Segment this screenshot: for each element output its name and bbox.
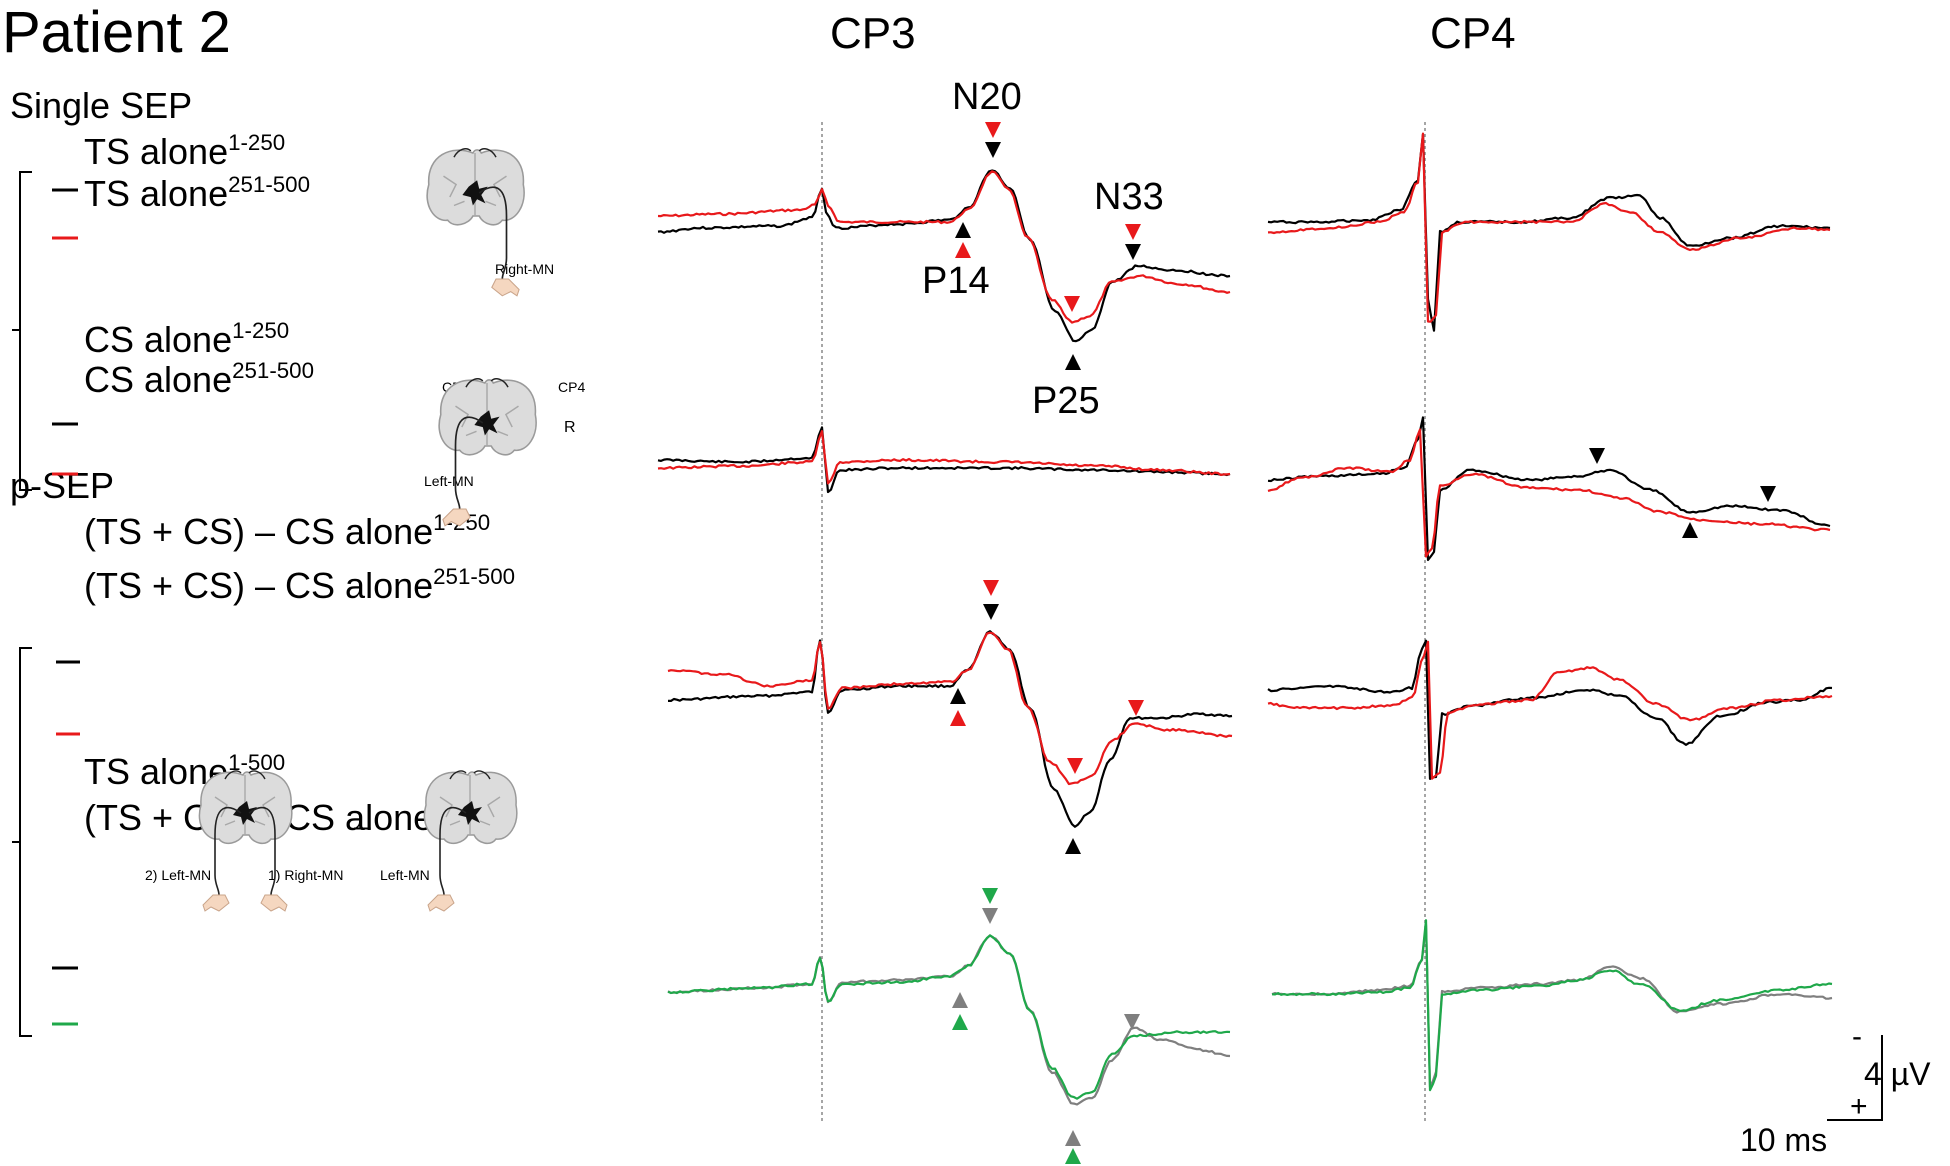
trace-cp3-ts-1-500 [667, 934, 1231, 1106]
marker-cp4-cs-3 [1760, 486, 1776, 502]
brain-cs-alone-left-hand [442, 508, 471, 527]
brain-paired-right-hand [260, 894, 288, 912]
scale-neg-sign: - [1852, 1020, 1862, 1053]
legend-ts-alone-251-500: TS alone251-500 [84, 172, 310, 214]
brain-paired-left-nerve [214, 806, 242, 896]
trace-cp4-ts-1-500 [1271, 923, 1833, 1089]
trace-cp3-ts-1-250 [657, 169, 1231, 343]
peak-label-n20: N20 [952, 76, 1022, 118]
marker-p25-red [1064, 296, 1080, 312]
marker-p-p25-red [1067, 758, 1083, 774]
trace-cp4-p-1-250 [1267, 639, 1833, 780]
marker-n20-red [985, 122, 1001, 138]
marker-g-p14-green [952, 1014, 968, 1030]
bracket-p-sep [19, 647, 32, 1037]
peak-label-p14: P14 [922, 260, 990, 302]
marker-n20-black [985, 142, 1001, 158]
trace-cp4-cs-251-500 [1267, 428, 1831, 558]
brain-label-1-right-mn: 1) Right-MN [268, 867, 344, 883]
trace-cp3-ts-251-500 [657, 170, 1231, 324]
brain-cs-subtract [423, 770, 518, 912]
brain-label-left-mn: Left-MN [424, 473, 474, 489]
marker-p-n20-black [983, 604, 999, 620]
brain-paired-cortex-arcs [224, 770, 266, 780]
brain-cs-subtract-activation [458, 801, 482, 825]
marker-g-n33-gray [1124, 1014, 1140, 1030]
trace-cp4-p-1-500 [1271, 919, 1833, 1092]
marker-n33-black [1125, 244, 1141, 260]
marker-g-n20-gray [982, 908, 998, 924]
brain-label-right: R [564, 419, 576, 436]
marker-p14-red [955, 242, 971, 258]
trace-cp3-p-1-250 [668, 630, 1233, 828]
peak-label-n33: N33 [1094, 176, 1164, 218]
trace-cp3-cs-1-250 [657, 426, 1231, 494]
trace-cp4-ts-1-250 [1267, 133, 1831, 332]
marker-p-n20-red [983, 580, 999, 596]
trace-cp4-ts-251-500 [1267, 132, 1831, 323]
legend-ts-alone-1-250: TS alone1-250 [84, 130, 286, 172]
legend-cs-alone-1-250: CS alone1-250 [84, 318, 290, 360]
marker-cp4-cs-1 [1589, 448, 1605, 464]
brain-cs-alone-left-nerve [454, 416, 484, 510]
marker-cp4-cs-2 [1682, 522, 1698, 538]
trace-cp3-cs-251-500 [657, 430, 1231, 485]
sep-traces [657, 132, 1833, 1106]
marker-p-p14-black [950, 688, 966, 704]
column-header-cp3: CP3 [830, 9, 916, 58]
brain-paired-activation [233, 801, 257, 825]
trace-cp3-p-1-500 [667, 934, 1231, 1100]
brain-schematics [198, 148, 537, 912]
brain-ts-alone-activation [462, 180, 488, 206]
brain-paired [198, 770, 293, 912]
marker-p-p14-red [950, 710, 966, 726]
peak-label-p25: P25 [1032, 380, 1100, 422]
brain-label-right-mn: Right-MN [495, 261, 555, 277]
minus-sign: – [354, 810, 371, 843]
brain-label-left-mn-2: Left-MN [380, 867, 430, 883]
legend-ts-alone-1-500: TS alone1-500 [84, 750, 286, 792]
column-header-cp4: CP4 [1430, 9, 1516, 58]
brain-cs-subtract-cortex-arcs [449, 770, 491, 780]
marker-g-p14-gray [952, 992, 968, 1008]
brain-cs-subtract-left-hand [427, 894, 455, 912]
brain-ts-alone-cortex-arcs [453, 148, 497, 158]
trace-cp3-p-251-500 [667, 631, 1233, 786]
marker-n33-red [1125, 224, 1141, 240]
scale-bar [1827, 1035, 1883, 1121]
brain-paired-left-hand [202, 894, 230, 912]
brain-label-cp4: CP4 [558, 379, 586, 395]
section-label-single-sep: Single SEP [10, 85, 193, 126]
brain-cs-alone-activation [474, 410, 500, 436]
legend-p-sep-251-500: (TS + CS) – CS alone251-500 [84, 564, 516, 606]
peak-markers [950, 122, 1776, 1164]
brain-ts-alone-right-hand [491, 278, 520, 297]
legend-cs-alone-251-500: CS alone251-500 [84, 358, 314, 400]
legend-p-sep-1-250: (TS + CS) – CS alone1-250 [84, 511, 490, 552]
scale-pos-sign: + [1850, 1090, 1868, 1123]
marker-g-p25-gray [1065, 1130, 1081, 1146]
marker-p25-black [1065, 354, 1081, 370]
scale-amplitude-label: 4 µV [1864, 1056, 1931, 1092]
figure-title: Patient 2 [2, 0, 231, 65]
trace-cp4-cs-1-250 [1267, 416, 1831, 562]
brain-label-2-left-mn: 2) Left-MN [145, 867, 212, 883]
brain-cs-alone [438, 378, 537, 527]
marker-p14-black [955, 222, 971, 238]
marker-g-n20-green [982, 888, 998, 904]
brain-ts-alone-right-nerve [478, 186, 508, 280]
marker-p-p25-black [1065, 838, 1081, 854]
brain-ts-alone [426, 148, 525, 297]
brain-paired-right-nerve [248, 806, 276, 896]
marker-g-p25-green [1065, 1148, 1081, 1164]
trace-cp4-p-251-500 [1267, 640, 1833, 780]
bracket-single-sep [19, 171, 32, 491]
brain-cs-alone-cortex-arcs [465, 378, 509, 388]
brain-cs-subtract-left-nerve [439, 806, 467, 896]
scale-time-label: 10 ms [1740, 1122, 1828, 1158]
marker-p-n33-red [1128, 700, 1144, 716]
